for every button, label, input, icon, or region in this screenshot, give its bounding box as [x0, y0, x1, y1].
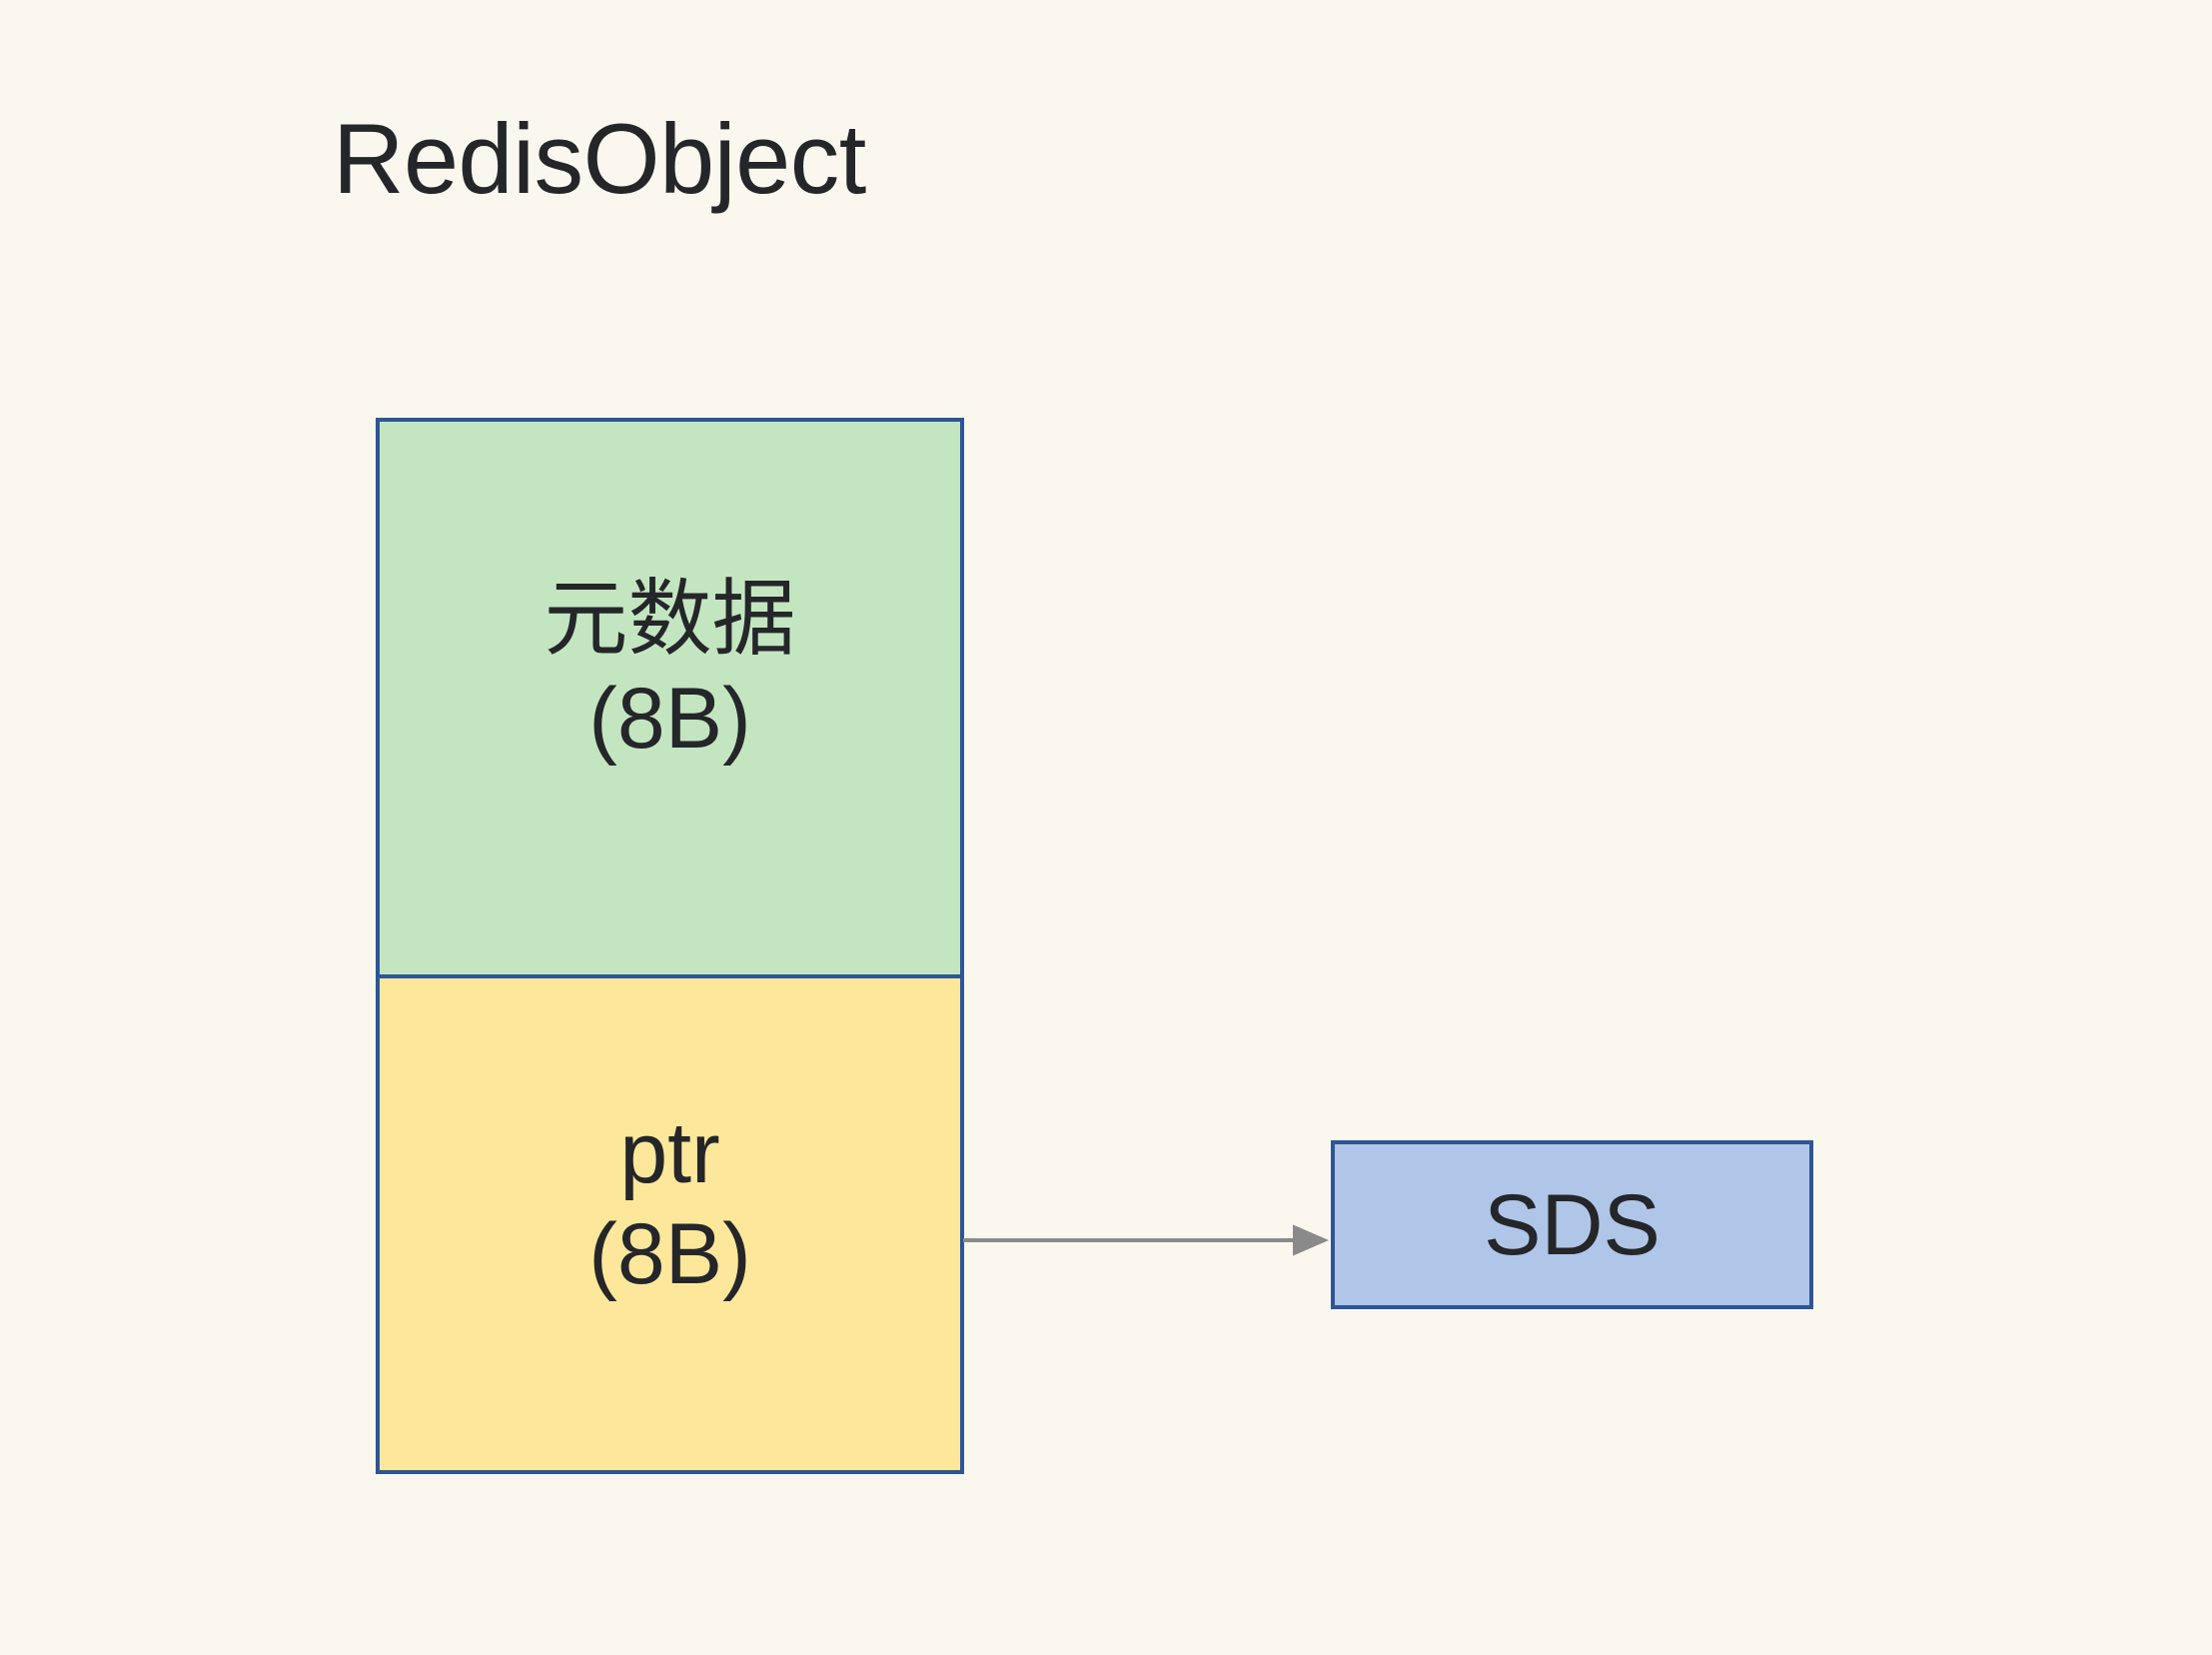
- sds-label: SDS: [1484, 1176, 1660, 1273]
- struct-cell-metadata[interactable]: 元数据 (8B): [376, 418, 964, 978]
- metadata-label: 元数据: [544, 570, 796, 669]
- struct-cell-ptr[interactable]: ptr (8B): [376, 974, 964, 1474]
- ptr-text-stack: ptr (8B): [588, 1103, 750, 1306]
- ptr-to-sds-arrow-icon: [963, 1224, 1329, 1256]
- ptr-size: (8B): [588, 1206, 751, 1302]
- metadata-text-stack: 元数据 (8B): [544, 570, 795, 771]
- sds-box[interactable]: SDS: [1331, 1140, 1813, 1309]
- redisobject-struct: 元数据 (8B) ptr (8B): [376, 418, 964, 1474]
- ptr-label: ptr: [619, 1104, 720, 1201]
- metadata-size: (8B): [588, 671, 751, 768]
- page-title: RedisObject: [333, 103, 866, 214]
